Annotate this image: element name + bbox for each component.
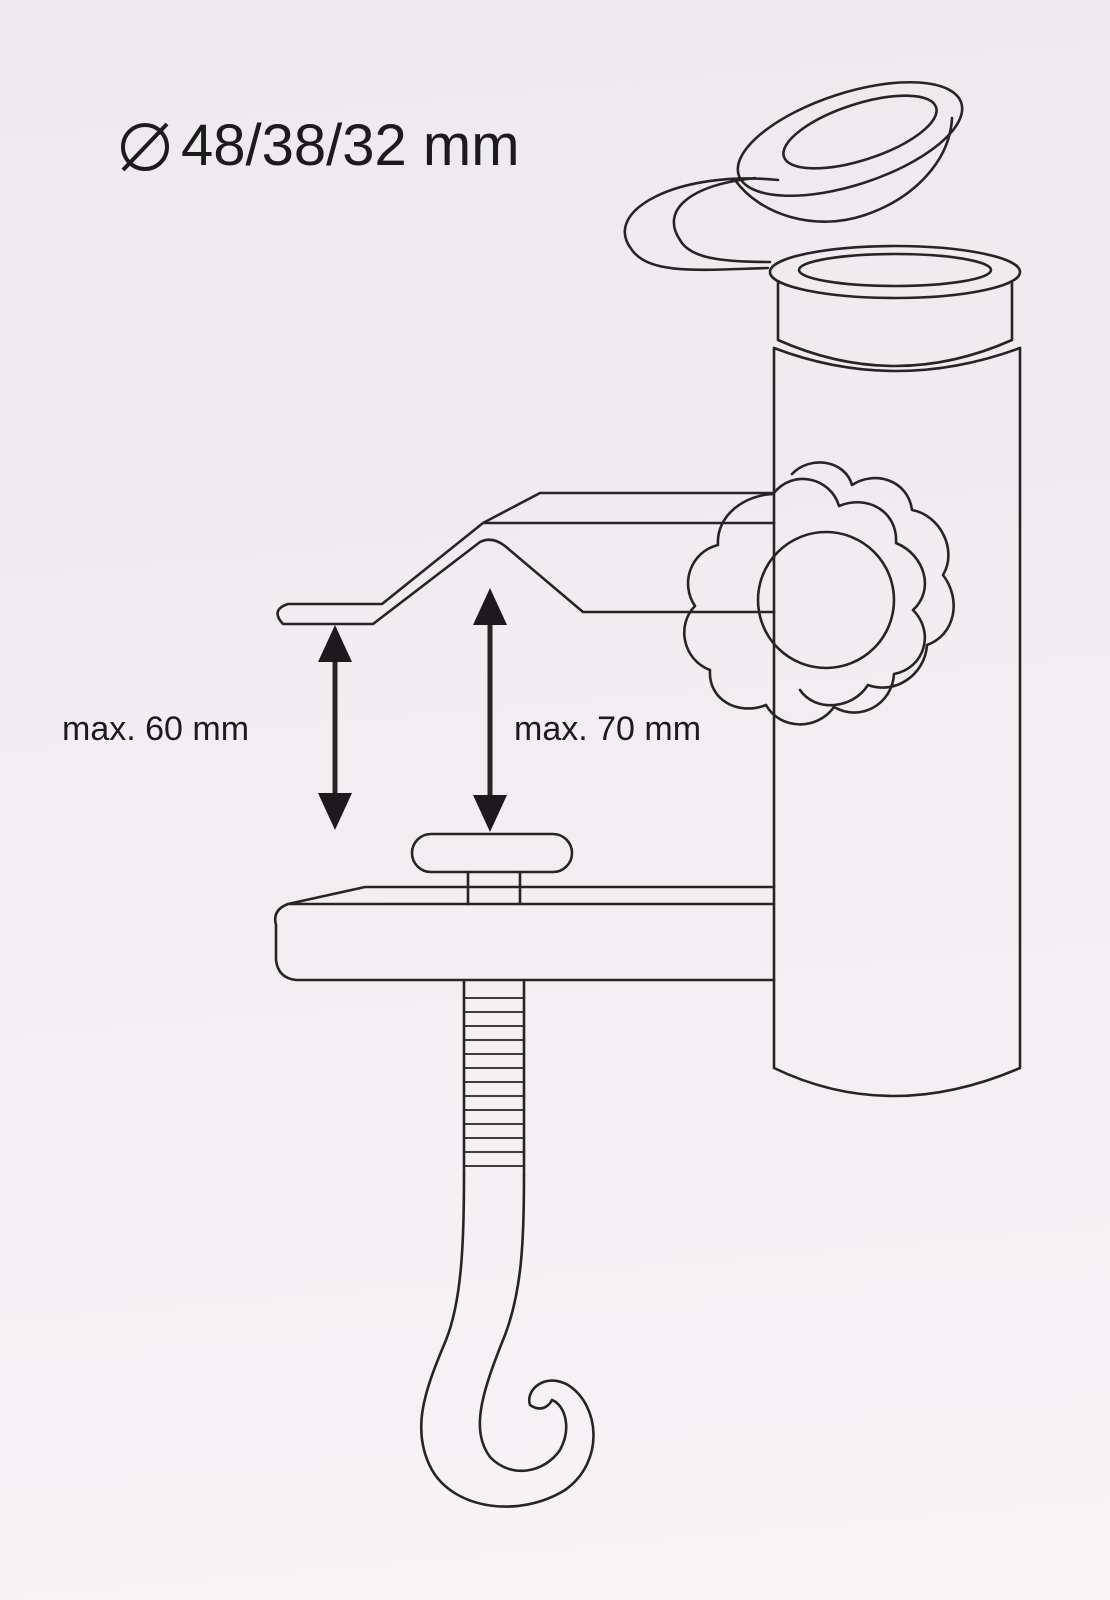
arrow-head-70-top (473, 588, 507, 625)
tube-collar-base (772, 346, 1022, 373)
screw-threads (463, 997, 525, 1167)
tube-rim-inner (797, 252, 993, 288)
tube-rim-outer (768, 244, 1022, 300)
star-knob (682, 477, 927, 726)
lid-strap (623, 176, 780, 272)
upper-clamp-arm (276, 491, 776, 626)
screw-neck (466, 870, 522, 906)
star-knob-back (790, 461, 955, 707)
arrow-head-70-bottom (473, 795, 507, 832)
pressure-pad (410, 832, 574, 874)
cap-lid (733, 80, 964, 223)
tube-body (772, 346, 1022, 1098)
threaded-screw (462, 978, 526, 1177)
diameter-icon (121, 122, 169, 171)
arrow-head-60-top (318, 625, 352, 662)
arrow-head-60-bottom (318, 793, 352, 830)
max-70-label: max. 70 mm (514, 710, 702, 748)
hook-handle (419, 1173, 595, 1508)
star-knob-center (756, 530, 896, 670)
diameter-text: 48/38/32 mm (181, 113, 520, 178)
max-60-label: max. 60 mm (62, 710, 250, 748)
lower-clamp-jaw (273, 885, 776, 982)
diameter-label: 48/38/32 mm (115, 112, 520, 179)
tube-collar (776, 281, 1014, 368)
